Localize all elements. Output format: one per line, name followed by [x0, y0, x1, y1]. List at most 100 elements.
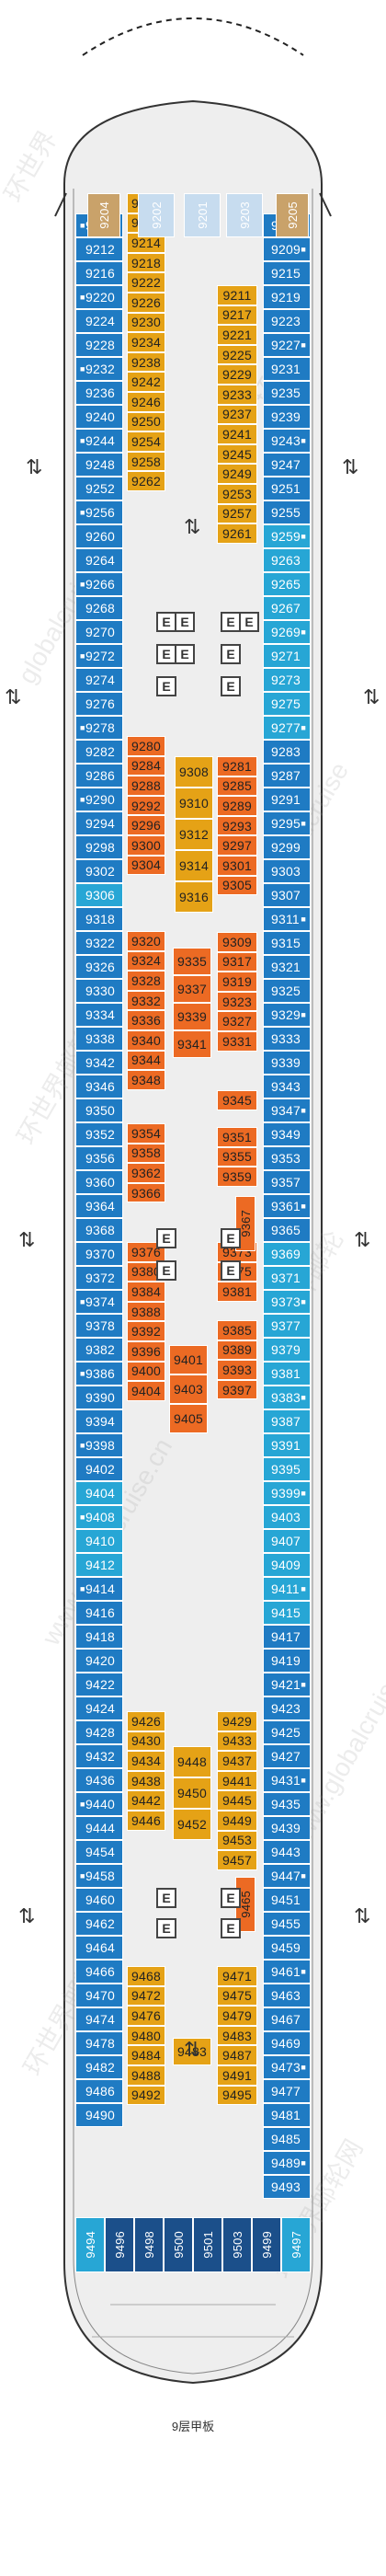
cabin-9293[interactable]: 9293 — [217, 815, 257, 836]
cabin-9389[interactable]: 9389 — [217, 1340, 257, 1361]
cabin-9319[interactable]: 9319 — [217, 972, 257, 992]
cabin-9322[interactable]: 9322 — [75, 931, 123, 955]
cabin-9269[interactable]: 9269■ — [263, 620, 311, 644]
cabin-9479[interactable]: 9479 — [217, 2006, 257, 2026]
cabin-9391[interactable]: 9391 — [263, 1433, 311, 1457]
cabin-9335[interactable]: 9335 — [173, 948, 211, 975]
cabin-9202[interactable]: 9202 — [138, 193, 175, 237]
cabin-9261[interactable]: 9261 — [217, 523, 257, 544]
cabin-9368[interactable]: 9368 — [75, 1218, 123, 1242]
cabin-9388[interactable]: 9388 — [127, 1301, 165, 1322]
cabin-9435[interactable]: 9435 — [263, 1792, 311, 1816]
cabin-9397[interactable]: 9397 — [217, 1379, 257, 1400]
cabin-9344[interactable]: 9344 — [127, 1050, 165, 1071]
cabin-9428[interactable]: 9428 — [75, 1720, 123, 1744]
cabin-9358[interactable]: 9358 — [127, 1143, 165, 1164]
cabin-9216[interactable]: 9216 — [75, 261, 123, 285]
cabin-9460[interactable]: 9460 — [75, 1888, 123, 1912]
cabin-9339[interactable]: 9339 — [263, 1051, 311, 1075]
cabin-9490[interactable]: 9490 — [75, 2103, 123, 2127]
cabin-9328[interactable]: 9328 — [127, 971, 165, 991]
cabin-9481[interactable]: 9481 — [263, 2103, 311, 2127]
cabin-9364[interactable]: 9364 — [75, 1194, 123, 1218]
cabin-9303[interactable]: 9303 — [263, 859, 311, 883]
cabin-9378[interactable]: 9378 — [75, 1314, 123, 1338]
cabin-9419[interactable]: 9419 — [263, 1649, 311, 1673]
cabin-9245[interactable]: 9245 — [217, 443, 257, 465]
cabin-9415[interactable]: 9415 — [263, 1601, 311, 1625]
cabin-9255[interactable]: 9255 — [263, 500, 311, 524]
cabin-9332[interactable]: 9332 — [127, 990, 165, 1011]
cabin-9259[interactable]: 9259■ — [263, 524, 311, 548]
cabin-9343[interactable]: 9343 — [263, 1075, 311, 1098]
cabin-9297[interactable]: 9297 — [217, 835, 257, 856]
cabin-9299[interactable]: 9299 — [263, 835, 311, 859]
cabin-9294[interactable]: 9294 — [75, 811, 123, 835]
cabin-9476[interactable]: 9476 — [127, 2006, 165, 2026]
cabin-9386[interactable]: 9386■ — [75, 1362, 123, 1386]
cabin-9333[interactable]: 9333 — [263, 1027, 311, 1051]
cabin-9443[interactable]: 9443 — [263, 1840, 311, 1864]
cabin-9488[interactable]: 9488 — [127, 2065, 165, 2086]
cabin-9472[interactable]: 9472 — [127, 1985, 165, 2007]
cabin-9483[interactable]: 9483 — [217, 2025, 257, 2046]
cabin-9373[interactable]: 9373■ — [263, 1290, 311, 1314]
cabin-9329[interactable]: 9329■ — [263, 1003, 311, 1027]
cabin-9362[interactable]: 9362 — [127, 1163, 165, 1183]
cabin-9411[interactable]: 9411■ — [263, 1577, 311, 1601]
cabin-9480[interactable]: 9480 — [127, 2025, 165, 2046]
cabin-9291[interactable]: 9291 — [263, 788, 311, 811]
cabin-9214[interactable]: 9214 — [127, 233, 165, 253]
cabin-9430[interactable]: 9430 — [127, 1731, 165, 1752]
cabin-9265[interactable]: 9265 — [263, 572, 311, 596]
cabin-9442[interactable]: 9442 — [127, 1790, 165, 1811]
cabin-9268[interactable]: 9268 — [75, 596, 123, 620]
cabin-9278[interactable]: 9278■ — [75, 716, 123, 740]
cabin-9496[interactable]: 9496 — [105, 2217, 134, 2272]
cabin-9477[interactable]: 9477 — [263, 2079, 311, 2103]
cabin-9239[interactable]: 9239 — [263, 405, 311, 429]
cabin-9250[interactable]: 9250 — [127, 411, 165, 432]
cabin-9304[interactable]: 9304 — [127, 855, 165, 876]
cabin-9441[interactable]: 9441 — [217, 1770, 257, 1791]
cabin-9410[interactable]: 9410 — [75, 1529, 123, 1553]
cabin-9376[interactable]: 9376 — [127, 1242, 165, 1262]
cabin-9400[interactable]: 9400 — [127, 1361, 165, 1382]
cabin-9462[interactable]: 9462 — [75, 1912, 123, 1936]
cabin-9497[interactable]: 9497 — [281, 2217, 311, 2272]
cabin-9416[interactable]: 9416 — [75, 1601, 123, 1625]
cabin-9381[interactable]: 9381 — [217, 1282, 257, 1302]
cabin-9486[interactable]: 9486 — [75, 2079, 123, 2103]
cabin-9381[interactable]: 9381 — [263, 1362, 311, 1386]
cabin-9280[interactable]: 9280 — [127, 736, 165, 756]
cabin-9346[interactable]: 9346 — [75, 1075, 123, 1098]
cabin-9305[interactable]: 9305 — [217, 875, 257, 896]
cabin-9331[interactable]: 9331 — [217, 1031, 257, 1052]
cabin-9258[interactable]: 9258 — [127, 451, 165, 472]
cabin-9365[interactable]: 9365 — [263, 1218, 311, 1242]
cabin-9433[interactable]: 9433 — [217, 1731, 257, 1752]
cabin-9311[interactable]: 9311■ — [263, 907, 311, 931]
cabin-9327[interactable]: 9327 — [217, 1011, 257, 1031]
cabin-9437[interactable]: 9437 — [217, 1751, 257, 1771]
cabin-9374[interactable]: 9374■ — [75, 1290, 123, 1314]
cabin-9457[interactable]: 9457 — [217, 1850, 257, 1870]
cabin-9380[interactable]: 9380 — [127, 1261, 165, 1282]
cabin-9434[interactable]: 9434 — [127, 1751, 165, 1771]
cabin-9405[interactable]: 9405 — [169, 1404, 208, 1433]
cabin-9377[interactable]: 9377 — [263, 1314, 311, 1338]
cabin-9336[interactable]: 9336 — [127, 1010, 165, 1030]
cabin-9417[interactable]: 9417 — [263, 1625, 311, 1649]
cabin-9271[interactable]: 9271 — [263, 644, 311, 668]
cabin-9370[interactable]: 9370 — [75, 1242, 123, 1266]
cabin-9470[interactable]: 9470 — [75, 1984, 123, 2007]
cabin-9342[interactable]: 9342 — [75, 1051, 123, 1075]
cabin-9466[interactable]: 9466 — [75, 1960, 123, 1984]
cabin-9425[interactable]: 9425 — [263, 1720, 311, 1744]
cabin-9444[interactable]: 9444 — [75, 1816, 123, 1840]
cabin-9264[interactable]: 9264 — [75, 548, 123, 572]
cabin-9285[interactable]: 9285 — [217, 776, 257, 797]
cabin-9240[interactable]: 9240 — [75, 405, 123, 429]
cabin-9475[interactable]: 9475 — [217, 1985, 257, 2007]
cabin-9491[interactable]: 9491 — [217, 2065, 257, 2086]
